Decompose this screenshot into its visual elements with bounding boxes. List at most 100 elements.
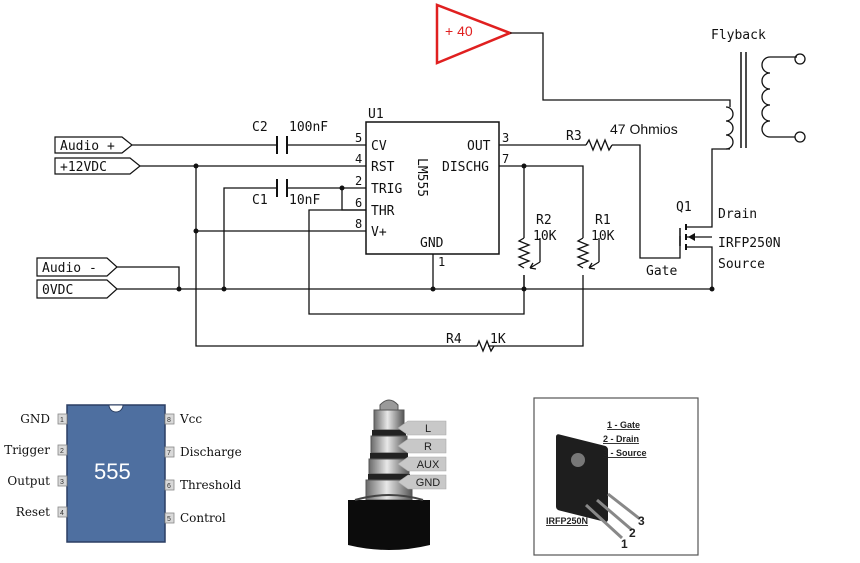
chip-pin (57, 506, 68, 518)
chip-pin-number: 6 (167, 483, 171, 490)
q1-part-number: IRFP250N (718, 236, 781, 251)
q1-source-label: Source (718, 257, 765, 272)
pin-number: 8 (355, 217, 362, 231)
pin-number: 6 (355, 196, 362, 210)
r1-ref: R1 (595, 213, 611, 228)
chip-pin-number: 1 (60, 417, 64, 424)
pin-number: 5 (355, 131, 362, 145)
jack-ring-insulator (372, 430, 406, 436)
chip-pin-name: Reset (16, 505, 50, 519)
chip-pin-number: 4 (60, 510, 64, 517)
jack-label-tag (397, 474, 447, 490)
flyback-terminal (794, 131, 806, 143)
q1-ref: Q1 (676, 200, 692, 215)
mosfet-lead (584, 503, 624, 540)
q1-drain-label: Drain (718, 207, 757, 222)
jack-label-tag (397, 420, 447, 436)
chip-pin-number: 7 (167, 450, 171, 457)
pin-out: OUT (467, 139, 491, 154)
chip-pin (164, 446, 175, 458)
capacitor-c2: C2 100nF (252, 120, 328, 154)
chip-notch (108, 404, 124, 413)
chip-pin-number: 5 (167, 516, 171, 523)
mosfet-pin-drain: 2 - Drain (603, 434, 639, 444)
jack-ring-insulator (370, 453, 408, 459)
chip-pin-name: GND (20, 412, 50, 426)
c2-ref: C2 (252, 120, 268, 135)
pin-trig: TRIG (371, 182, 402, 197)
jack-label-tag (397, 456, 447, 472)
gate-wire (612, 144, 681, 259)
mosfet-package-illustration: 1 - Gate 2 - Drain 3 - Source IRFP250N 1… (533, 397, 699, 556)
r4-ref: R4 (446, 332, 462, 347)
ic-ref: U1 (368, 107, 384, 122)
ic-u1: U1 LM555 CV RST TRIG THR V+ OUT DISCHG G… (355, 107, 509, 269)
chip-pin (164, 479, 175, 491)
mosfet-q1: Q1 Drain IRFP250N Source Gate (646, 200, 781, 289)
c1-ref: C1 (252, 193, 268, 208)
pin-v-plus: V+ (371, 225, 387, 240)
chip-pin-name: Output (7, 474, 50, 488)
jack-label-tag (397, 438, 447, 454)
chip-pin-name: Trigger (4, 443, 50, 457)
thr-wire (308, 209, 525, 315)
flyback-transformer: Flyback (711, 28, 806, 150)
chip-pin-number: 8 (167, 417, 171, 424)
input-terminal-vcc: +12VDC (54, 157, 141, 175)
r4-value: 1K (490, 332, 506, 347)
chip-pin-name: Discharge (180, 445, 242, 459)
chip-pin (57, 475, 68, 487)
pin-rst: RST (371, 160, 395, 175)
mosfet-mount-hole (571, 453, 585, 467)
jack-label: AUX (417, 459, 440, 471)
capacitor-c1: C1 10nF (252, 179, 320, 208)
chip-555-label: 555 (94, 459, 131, 484)
audio-minus-label: Audio - (42, 261, 97, 276)
jack-label: R (424, 441, 432, 453)
chip-pin (57, 444, 68, 456)
c1-left-wire (223, 187, 276, 289)
input-terminal-audio-plus: Audio + (54, 136, 133, 154)
pin-number: 4 (355, 152, 362, 166)
input-terminal-audio-minus: Audio - (36, 257, 118, 277)
amplifier-output-wire (510, 32, 731, 107)
pin-number: 7 (502, 152, 509, 166)
r2-value: 10K (533, 229, 557, 244)
resistor-r3 (585, 138, 613, 152)
pin-number: 3 (502, 131, 509, 145)
flyback-secondary-coil (761, 56, 771, 138)
junction-dots (176, 163, 715, 292)
mosfet-pin-source: 3 - Source (603, 448, 647, 458)
resistor-r2: R2 10K (517, 213, 557, 270)
mosfet-body (556, 434, 608, 522)
r1-value: 10K (591, 229, 615, 244)
pin-number: 2 (355, 174, 362, 188)
mosfet-lead (596, 498, 633, 532)
flyback-label: Flyback (711, 28, 766, 43)
chip-pin-name: Threshold (180, 478, 242, 492)
drain-wire (711, 148, 730, 222)
r1-wiper (588, 261, 600, 270)
jack-ring-insulator (368, 474, 410, 480)
audio-minus-wire (117, 266, 180, 289)
ic-part-number: LM555 (414, 158, 429, 197)
vcc-label: +12VDC (60, 160, 107, 175)
r3-ref: R3 (566, 129, 582, 144)
amplifier-gain-label: + 40 (445, 23, 473, 39)
flyback-primary-coil (725, 106, 734, 150)
vcc-bus-left (195, 166, 477, 347)
resistor-r4 (476, 339, 495, 353)
pin-thr: THR (371, 204, 395, 219)
mosfet-lead-number: 1 (621, 537, 628, 551)
mosfet-lead-number: 2 (629, 526, 636, 540)
mosfet-lead-number: 3 (638, 514, 645, 528)
mosfet-lead (607, 492, 641, 521)
r1-bottom-wire (488, 275, 584, 347)
r2-wiper (529, 261, 541, 270)
c1-value: 10nF (289, 193, 320, 208)
r2-ref: R2 (536, 213, 552, 228)
mosfet-pin-gate: 1 - Gate (607, 420, 640, 430)
pin-dischg: DISCHG (442, 160, 489, 175)
